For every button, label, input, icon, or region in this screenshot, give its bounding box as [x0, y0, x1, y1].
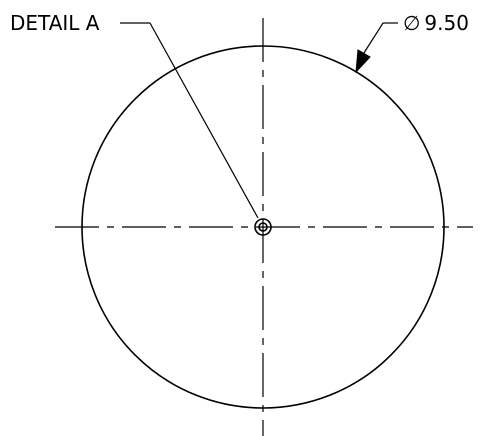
center-hole-inner — [258, 222, 268, 232]
detail-a-label: DETAIL A — [10, 11, 100, 35]
diameter-leader-line — [361, 22, 384, 57]
diameter-value: 9.50 — [424, 11, 469, 35]
detail-a-leader-line — [149, 22, 259, 219]
diameter-arrowhead — [355, 49, 371, 74]
center-hole-outer — [254, 218, 272, 236]
diameter-label: ∅9.50 — [403, 11, 469, 35]
diameter-symbol: ∅ — [403, 11, 420, 35]
